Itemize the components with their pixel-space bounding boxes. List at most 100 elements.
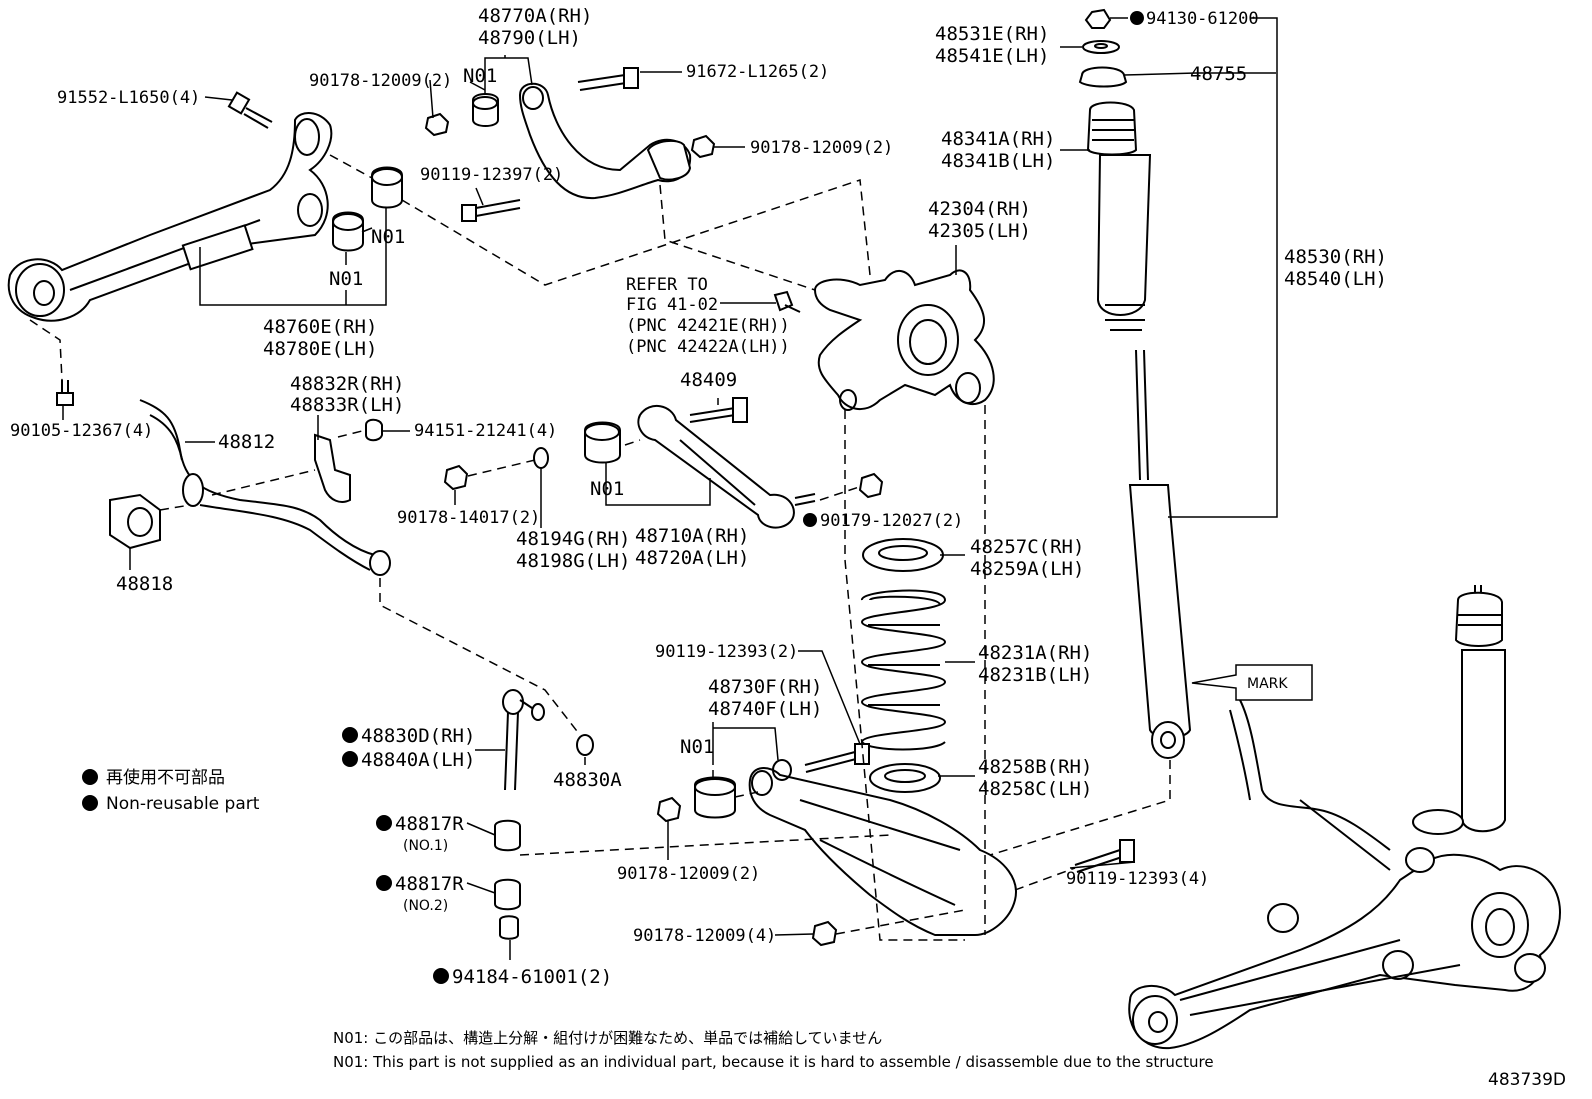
label-48258c: 48258C(LH)	[978, 778, 1092, 800]
stabilizer-bar-drawing	[139, 399, 391, 576]
label-42305: 42305(LH)	[928, 220, 1031, 242]
label-90178-12009-a: 90178-12009(2)	[309, 71, 452, 91]
label-48817r-2: 48817R	[395, 873, 464, 895]
label-48830d: 48830D(RH)	[361, 725, 475, 747]
label-48231b: 48231B(LH)	[978, 664, 1092, 686]
non-reusable-dot	[376, 875, 392, 891]
label-48832r: 48832R(RH)	[290, 373, 404, 395]
label-48818: 48818	[116, 573, 173, 595]
bracket-48832r-drawing	[314, 433, 351, 503]
legend: 再使用不可部品 Non-reusable part	[82, 767, 260, 814]
non-reusable-dot	[342, 727, 358, 743]
nut-90178-drawing	[690, 134, 716, 159]
leader-lines	[62, 17, 1313, 960]
bolt-91672-drawing	[577, 67, 639, 91]
label-48730f: 48730F(RH)	[708, 676, 822, 698]
bolt-90119-12397-drawing	[461, 199, 521, 222]
label-refer-1: REFER TO	[626, 275, 708, 295]
knuckle-drawing	[773, 269, 995, 411]
label-48194g: 48194G(RH)	[516, 528, 630, 550]
nut-90178-14017-drawing	[443, 464, 469, 491]
bolt-90105-drawing	[56, 380, 74, 406]
label-90178-14017: 90178-14017(2)	[397, 508, 540, 528]
coil-spring-drawing	[860, 538, 947, 793]
label-90119-12393-2: 90119-12393(2)	[655, 642, 798, 662]
label-48760e: 48760E(RH)	[263, 316, 377, 338]
label-48409: 48409	[680, 369, 737, 391]
non-reusable-dot	[433, 968, 449, 984]
nut-94151-drawing	[365, 418, 383, 442]
label-90119-12393-4: 90119-12393(4)	[1066, 869, 1209, 889]
label-48830a: 48830A	[553, 769, 622, 791]
label-no1: (NO.1)	[403, 838, 448, 854]
non-reusable-dot	[342, 751, 358, 767]
label-90178-12009-4: 90178-12009(4)	[633, 926, 776, 946]
label-48259a: 48259A(LH)	[970, 558, 1084, 580]
label-refer-4: (PNC 42422A(LH))	[626, 337, 790, 357]
label-90178-12009-b: 90178-12009(2)	[750, 138, 893, 158]
label-48840a: 48840A(LH)	[361, 749, 475, 771]
label-48710a: 48710A(RH)	[635, 525, 749, 547]
label-91672: 91672-L1265(2)	[686, 62, 829, 82]
label-48257c: 48257C(RH)	[970, 536, 1084, 558]
label-48740f: 48740F(LH)	[708, 698, 822, 720]
figure-id: 483739D	[1488, 1070, 1566, 1090]
bushing-drawings	[332, 93, 499, 252]
label-48755: 48755	[1190, 63, 1247, 85]
label-48541e: 48541E(LH)	[935, 45, 1049, 67]
note-en: N01: This part is not supplied as an ind…	[333, 1053, 1214, 1071]
label-48258b: 48258B(RH)	[978, 756, 1092, 778]
label-48790: 48790(LH)	[478, 27, 581, 49]
label-48341b: 48341B(LH)	[941, 150, 1055, 172]
part-labels: 48770A(RH) 48790(LH) N01 90178-12009(2) …	[10, 5, 1387, 988]
label-42304: 42304(RH)	[928, 198, 1031, 220]
shock-absorber-drawing	[1078, 8, 1192, 759]
label-48817r-1: 48817R	[395, 813, 464, 835]
non-reusable-dot	[1130, 11, 1144, 25]
label-90179: 90179-12027(2)	[820, 511, 963, 531]
label-48770a: 48770A(RH)	[478, 5, 592, 27]
legend-en: Non-reusable part	[106, 794, 260, 814]
label-48341a: 48341A(RH)	[941, 128, 1055, 150]
label-48540: 48540(LH)	[1284, 268, 1387, 290]
label-refer-2: FIG 41-02	[626, 295, 718, 315]
non-reusable-dot	[803, 513, 817, 527]
dashed-guide-lines	[29, 154, 1171, 941]
label-90105: 90105-12367(4)	[10, 421, 153, 441]
lateral-arm-drawing	[584, 397, 884, 529]
label-48780e: 48780E(LH)	[263, 338, 377, 360]
label-n01-low: N01	[329, 268, 363, 290]
upper-control-arm-drawing	[518, 82, 692, 200]
footnotes: N01: この部品は、構造上分解・組付けが困難なため、単品では補給していません …	[333, 1029, 1566, 1090]
label-90119-12397: 90119-12397(2)	[420, 165, 563, 185]
label-n01-lower: N01	[680, 736, 714, 758]
label-no2: (NO.2)	[403, 898, 448, 914]
label-48812: 48812	[218, 431, 275, 453]
assembled-suspension-drawing	[1128, 585, 1561, 1050]
label-90178-12009-lower: 90178-12009(2)	[617, 864, 760, 884]
stabilizer-bushing-drawing	[109, 493, 161, 550]
label-94130: 94130-61200	[1146, 9, 1259, 29]
label-48530: 48530(RH)	[1284, 246, 1387, 268]
label-48231a: 48231A(RH)	[978, 642, 1092, 664]
label-refer-3: (PNC 42421E(RH))	[626, 316, 790, 336]
note-jp: N01: この部品は、構造上分解・組付けが困難なため、単品では補給していません	[333, 1029, 882, 1047]
trailing-arm-drawing	[7, 112, 333, 322]
label-n01-top: N01	[463, 65, 497, 87]
legend-jp: 再使用不可部品	[106, 767, 225, 788]
label-94151: 94151-21241(4)	[414, 421, 557, 441]
label-48198g: 48198G(LH)	[516, 550, 630, 572]
stabilizer-link-drawing	[494, 689, 594, 940]
label-n01-arm: N01	[590, 478, 624, 500]
label-n01-mid: N01	[371, 226, 405, 248]
legend-dot-en	[82, 795, 98, 811]
legend-dot-jp	[82, 769, 98, 785]
lower-arm-drawing	[656, 743, 1135, 947]
label-94184: 94184-61001(2)	[452, 966, 612, 988]
non-reusable-dot	[376, 815, 392, 831]
label-48833r: 48833R(LH)	[290, 394, 404, 416]
label-91552: 91552-L1650(4)	[57, 88, 200, 108]
washer-48194g-drawing	[533, 447, 549, 469]
